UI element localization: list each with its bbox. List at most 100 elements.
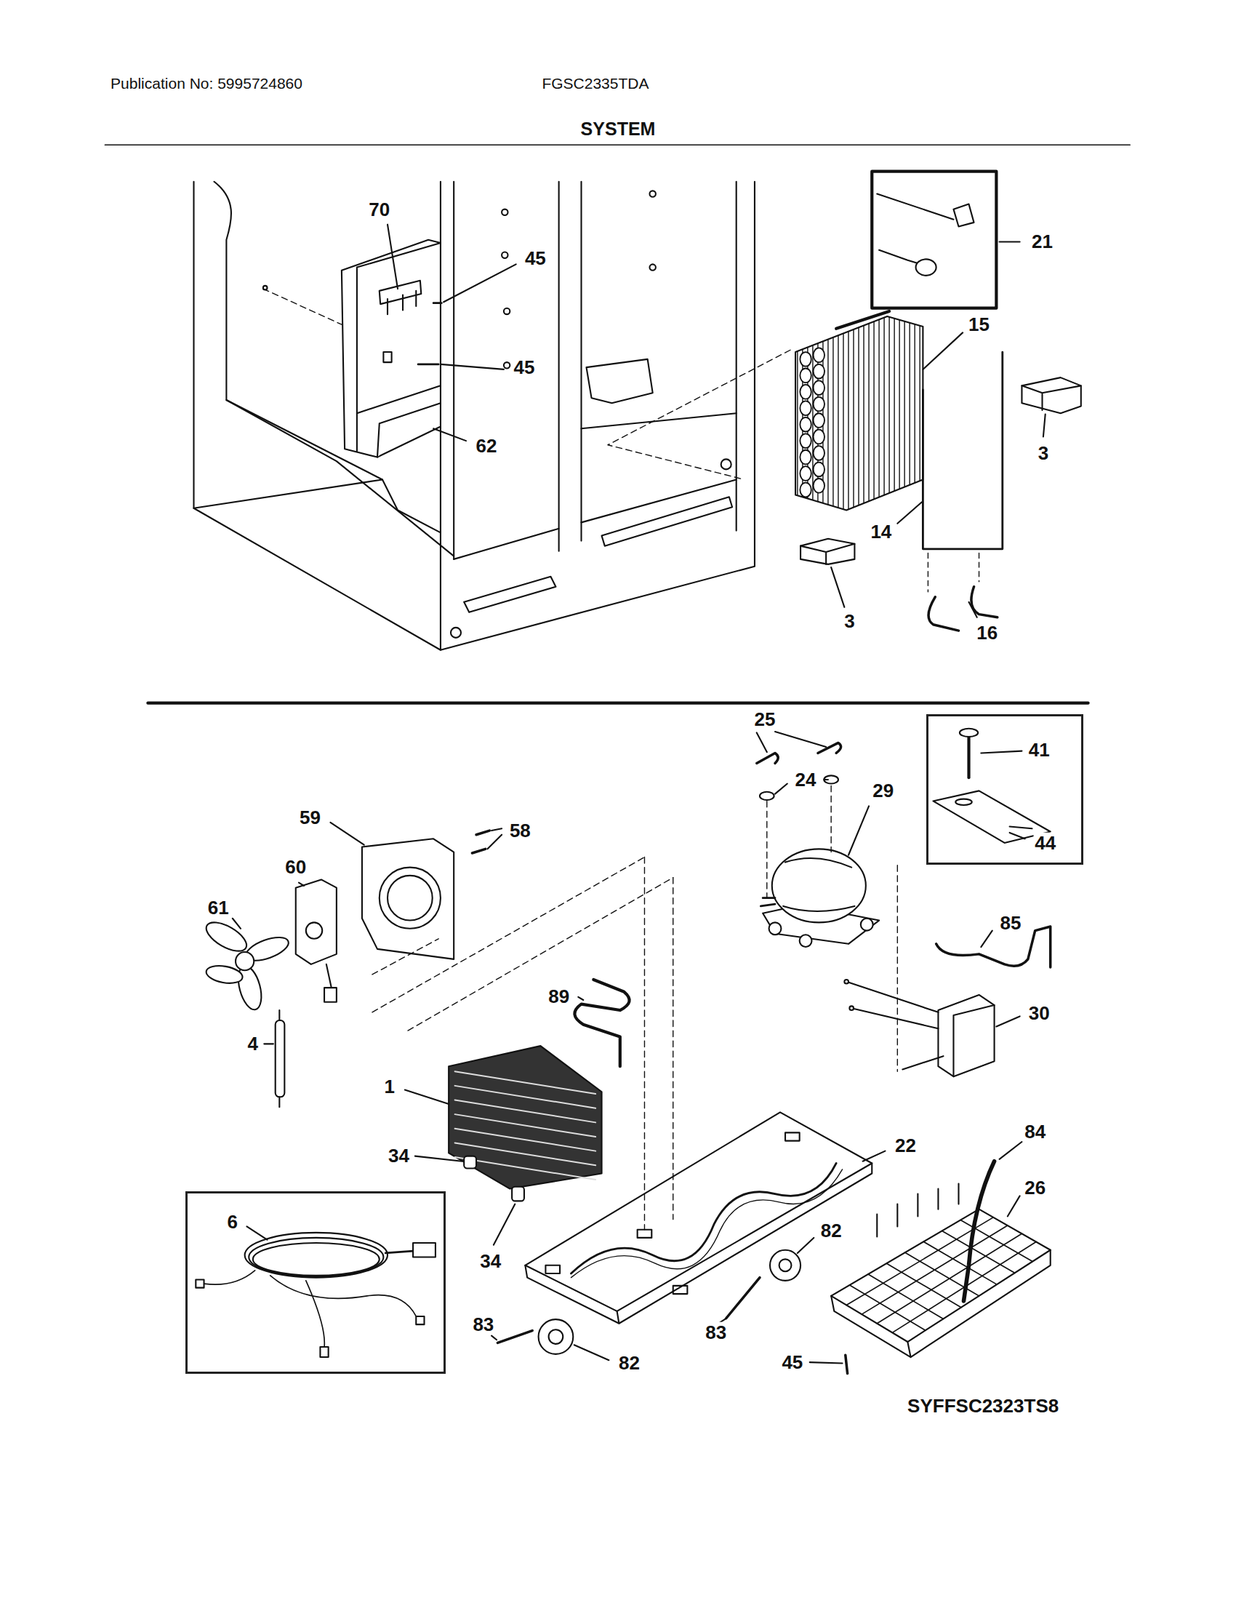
coil-fin (857, 306, 859, 516)
coil-tube (813, 478, 825, 493)
inset-box (876, 194, 954, 220)
coil-fin (852, 306, 854, 516)
screw-bracket (959, 728, 978, 737)
cabinet (194, 181, 792, 650)
cabinet (452, 181, 455, 560)
inset-box (916, 258, 937, 275)
condenser-tube (455, 1113, 597, 1137)
condenser-tube (455, 1085, 597, 1109)
coil-fin (883, 306, 885, 516)
ice-bucket (379, 280, 422, 304)
screw-bracket (955, 799, 972, 805)
condenser-rod (800, 538, 855, 565)
callout-number: 82 (617, 1352, 642, 1374)
condenser (448, 1045, 602, 1189)
coil-fin (847, 306, 849, 516)
fan-assembly (387, 875, 433, 921)
leader-line (493, 1204, 515, 1245)
callout-number: 45 (523, 247, 548, 270)
callout-number: 30 (1027, 1002, 1052, 1024)
condenser (463, 1156, 477, 1169)
callout-number: 26 (1022, 1176, 1047, 1198)
leader-line (980, 751, 1022, 754)
leader-line (999, 1141, 1023, 1159)
coil-fin (796, 306, 798, 516)
leader-line (996, 1015, 1020, 1026)
cabinet (463, 576, 556, 613)
base-plate (524, 857, 872, 1324)
leader-line (922, 332, 963, 370)
leader-line (487, 828, 502, 849)
screw-bracket (966, 732, 970, 778)
inset-box: 4144 (926, 713, 1084, 866)
cabinet (501, 252, 508, 259)
cabinet (194, 181, 755, 650)
pan-grid (923, 1241, 997, 1284)
leader-line (330, 822, 364, 845)
cabinet (503, 308, 510, 315)
leader-line (756, 731, 826, 752)
condenser-coil (799, 347, 825, 497)
cabinet (501, 209, 508, 216)
leader-line (980, 930, 992, 947)
foot (779, 1258, 792, 1271)
leader-line (1007, 1195, 1021, 1216)
leader-line (443, 263, 517, 302)
wire-harness (412, 1242, 436, 1258)
callout-number: 22 (893, 1134, 918, 1157)
cabinet (450, 627, 461, 638)
fan-assembly (379, 867, 441, 929)
drain-pan (846, 1217, 1037, 1333)
screw-bracket (1009, 825, 1033, 829)
inset-box: 6 (185, 1190, 446, 1374)
coil-tube (813, 347, 825, 363)
coil-tube (813, 445, 825, 461)
callout-number: 83 (703, 1321, 728, 1343)
inset-box (879, 250, 918, 264)
wire-harness (204, 1270, 417, 1347)
coil-fin (827, 306, 829, 516)
coil-fin (878, 306, 880, 516)
pan-grid (886, 1262, 962, 1308)
callout-number: 62 (474, 435, 499, 457)
relay (849, 1005, 854, 1010)
condenser (511, 1186, 525, 1202)
callout-number: 70 (367, 198, 392, 220)
callout-number: SYFFSC2323TS8 (905, 1395, 1061, 1417)
coil-tube (813, 429, 825, 445)
coil-fin (898, 306, 900, 516)
condenser-rod (1021, 377, 1081, 413)
callout-number: 85 (998, 912, 1023, 934)
coil-fin (863, 306, 864, 516)
leader-line (848, 805, 869, 855)
leader-line (999, 240, 1021, 243)
ice-bucket (387, 290, 416, 315)
foot (538, 1318, 574, 1354)
cabinet (721, 458, 732, 469)
condenser-rod (800, 351, 1082, 631)
condenser-rod (800, 543, 855, 565)
fan-assembly (471, 830, 490, 853)
drier (275, 1009, 286, 1107)
callout-number: 60 (283, 856, 308, 878)
compressor (759, 791, 775, 800)
callout-number: 29 (871, 780, 896, 802)
pan-grid (868, 1273, 943, 1319)
drain-pan (963, 1161, 994, 1301)
fan-assembly (202, 916, 251, 957)
relay (844, 979, 994, 1077)
leader-line (263, 1042, 274, 1045)
cabinet (602, 496, 733, 546)
callout-number: 84 (1022, 1120, 1047, 1142)
fan-assembly (295, 879, 337, 964)
cabinet (649, 190, 656, 197)
cabinet (503, 362, 510, 368)
cabinet (558, 181, 560, 552)
leader-line (491, 1335, 497, 1340)
condenser-rod (922, 351, 1002, 549)
compressor (756, 742, 898, 1071)
coil-tube (813, 396, 825, 412)
coil-fin (913, 306, 915, 516)
callout-number: 4 (246, 1033, 260, 1055)
relay (953, 1004, 994, 1077)
